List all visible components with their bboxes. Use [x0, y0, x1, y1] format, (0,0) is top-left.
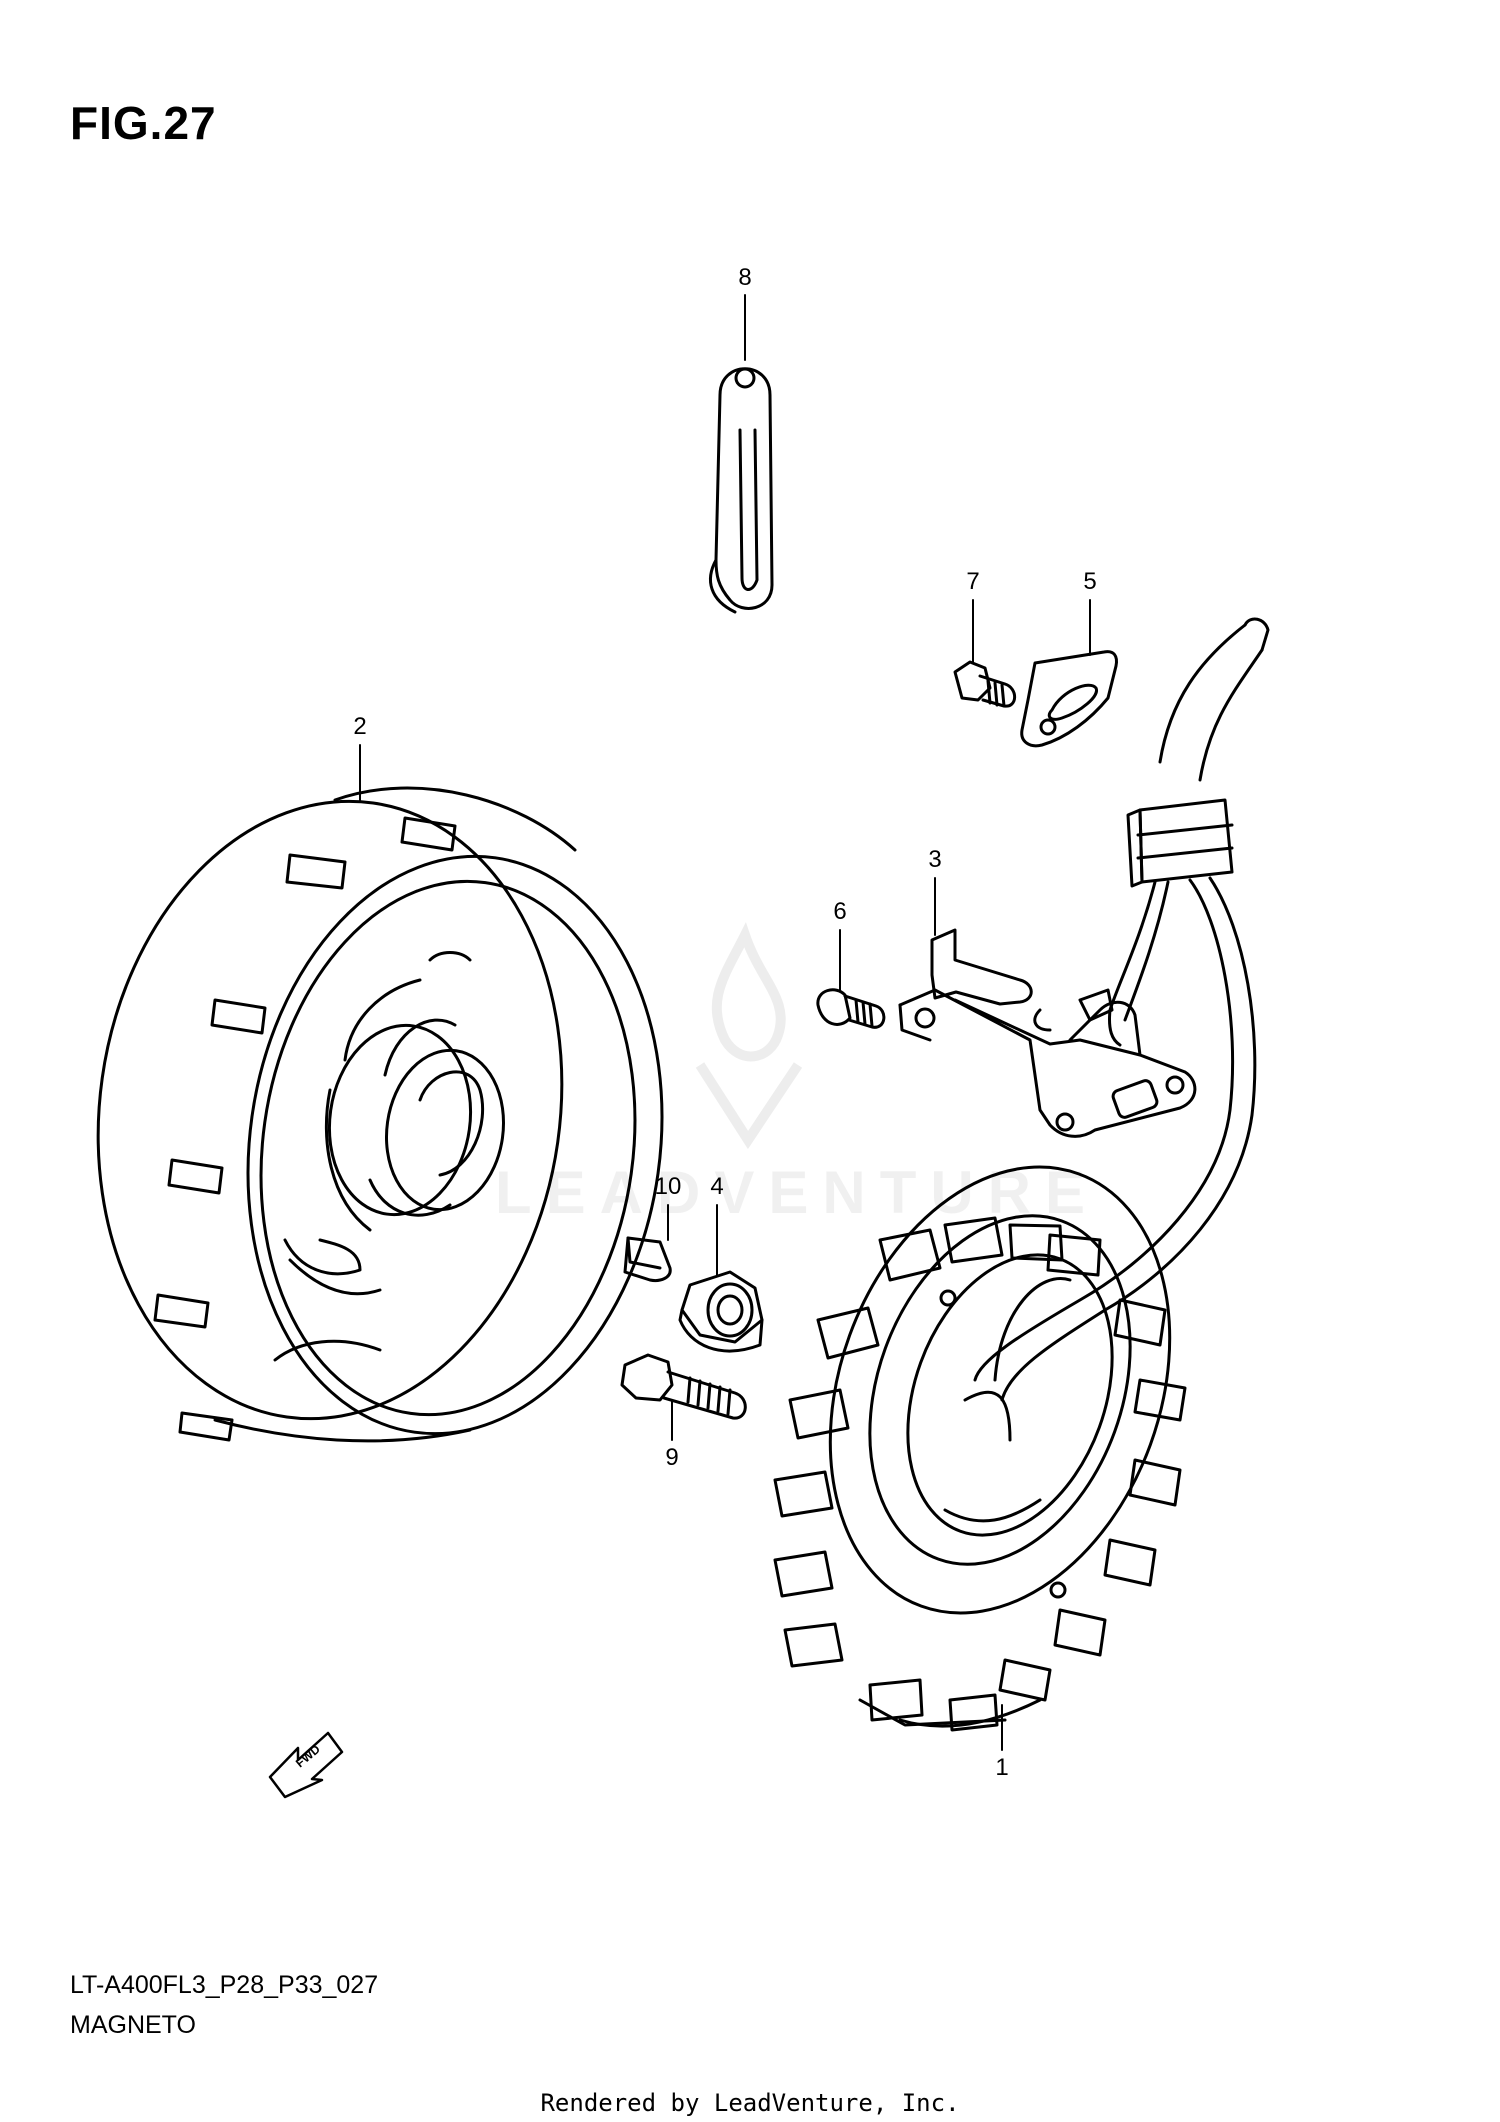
callout-9: 9 [665, 1444, 679, 1471]
callout-5: 5 [1083, 568, 1097, 595]
stator-coil [773, 1165, 1187, 1732]
flange-nut [678, 1270, 764, 1353]
callout-3: 3 [928, 846, 942, 873]
callout-2: 2 [353, 713, 367, 740]
callout-10: 10 [654, 1173, 682, 1200]
callout-1: 1 [995, 1754, 1009, 1781]
wire-harness [973, 617, 1270, 1402]
footer-credit: Rendered by LeadVenture, Inc. [540, 2089, 960, 2117]
clamp-plate-5 [1020, 650, 1118, 748]
leader-lines [359, 294, 1091, 1751]
figure-title: FIG.27 [70, 97, 217, 149]
woodruff-key [623, 1236, 672, 1282]
part-code: LT-A400FL3_P28_P33_027 [70, 1971, 379, 1999]
watermark-logo [695, 921, 803, 1150]
forward-direction-arrow [268, 1731, 344, 1799]
bolt-9 [620, 1353, 747, 1420]
clamp-strap [708, 367, 774, 614]
callout-4: 4 [710, 1173, 724, 1200]
callout-7: 7 [966, 568, 980, 595]
section-name: MAGNETO [70, 2011, 196, 2039]
bolt-7 [953, 660, 1017, 708]
callout-6: 6 [833, 898, 847, 925]
watermark-text: LEADVENTURE [495, 1159, 1100, 1226]
callout-8: 8 [738, 264, 752, 291]
pickup-coil-bracket [898, 928, 1197, 1138]
fwd-label: FWD [293, 1742, 323, 1771]
screw-6 [816, 988, 886, 1029]
flywheel-rotor [96, 786, 664, 1443]
